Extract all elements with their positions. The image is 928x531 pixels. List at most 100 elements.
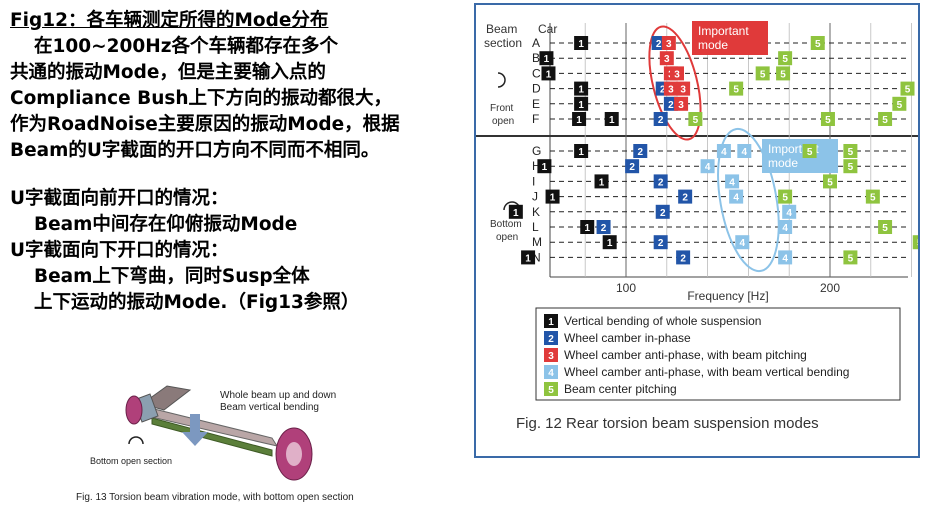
legend-swatch-label: 4 — [548, 368, 554, 379]
front-open-icon — [497, 72, 506, 88]
data-point-label: 2 — [601, 223, 607, 234]
row-label: I — [532, 174, 535, 188]
legend-swatch-label: 1 — [548, 317, 554, 328]
data-point-label: 5 — [760, 69, 766, 80]
description-line: 作为RoadNoise主要原因的振动Mode，根据 — [10, 114, 400, 135]
beam-section-label: section — [484, 36, 522, 50]
annotation-label-red: mode — [698, 38, 728, 52]
data-point — [782, 204, 797, 219]
data-point-label: 5 — [882, 223, 888, 234]
legend-swatch-label: 5 — [548, 385, 554, 396]
description-line: 上下运动的振动Mode.（Fig13参照） — [34, 292, 360, 313]
description-line: U字截面向下开口的情况： — [10, 240, 229, 261]
data-point-label: 5 — [815, 39, 821, 50]
data-point-label: 1 — [576, 115, 582, 126]
data-point — [653, 112, 668, 126]
row-label: L — [532, 220, 539, 234]
data-point — [810, 36, 825, 50]
row-label: B — [532, 51, 540, 65]
row-label: E — [532, 97, 540, 111]
data-point — [604, 112, 619, 126]
description-line: Beam的U字截面的开口方向不同而不相同。 — [10, 140, 380, 161]
data-point-label: 3 — [680, 85, 686, 96]
fig13-illustration: Whole beam up and down Beam vertical ben… — [72, 376, 372, 526]
fig13-label-top: Whole beam up and down Beam vertical ben… — [220, 390, 337, 413]
important-region-red — [648, 25, 702, 141]
data-point-label: 1 — [578, 100, 584, 111]
legend-swatch — [544, 314, 558, 328]
description-title: Fig12：各车辆测定所得的Mode分布 — [10, 10, 329, 31]
data-point — [735, 235, 750, 250]
data-point — [663, 81, 678, 96]
data-point — [688, 112, 703, 126]
annotation-label-red: Important — [698, 24, 749, 38]
data-point-label: 1 — [544, 54, 550, 65]
data-point — [539, 51, 554, 66]
data-point-label: 2 — [682, 193, 688, 204]
front-open-label: Front — [490, 103, 514, 114]
data-point-label: 2 — [637, 147, 643, 158]
data-point — [659, 51, 674, 66]
legend-swatch — [544, 382, 558, 396]
data-point-label: 1 — [578, 147, 584, 158]
data-point — [545, 189, 560, 204]
legend-swatch-label: 3 — [548, 351, 554, 362]
data-point-label: 5 — [848, 162, 854, 173]
data-point — [823, 174, 837, 189]
data-point — [572, 112, 587, 126]
legend-swatch-label: 2 — [548, 334, 554, 345]
annotation-box-red — [692, 21, 768, 55]
description-line: Beam中间存在仰俯振动Mode — [34, 214, 298, 235]
legend-swatch — [544, 348, 558, 362]
data-point — [596, 220, 611, 234]
data-point-label: 1 — [525, 253, 531, 264]
data-point — [594, 174, 609, 189]
data-point-label: 5 — [848, 147, 854, 158]
legend-box — [535, 307, 901, 401]
data-point — [900, 81, 915, 96]
data-point — [700, 159, 715, 174]
data-point — [541, 66, 556, 81]
data-point — [676, 81, 691, 96]
data-point — [725, 174, 740, 189]
data-point — [778, 51, 793, 66]
data-point-label: 5 — [905, 85, 911, 96]
data-point — [633, 144, 648, 158]
row-label: G — [532, 144, 541, 158]
legend-swatch — [544, 331, 558, 345]
description-line: 共通的振动Mode，但是主要输入点的 — [10, 62, 326, 83]
bottom-open-label: Bottom — [490, 219, 522, 230]
data-point-label: 1 — [513, 208, 519, 219]
data-point-label: 2 — [680, 253, 686, 264]
car-label: Car — [538, 22, 557, 36]
data-point-label: 2 — [660, 85, 666, 96]
suspension-drawing — [125, 385, 313, 481]
data-point — [843, 250, 858, 265]
data-point-label: 4 — [782, 253, 788, 264]
data-point-label: 1 — [609, 115, 615, 126]
data-point-label: 5 — [827, 177, 833, 188]
data-point — [729, 81, 744, 96]
legend-label: Wheel camber in-phase — [564, 331, 691, 345]
data-point — [537, 159, 552, 174]
data-point-label: 2 — [656, 39, 662, 50]
data-point — [574, 96, 589, 111]
row-label: F — [532, 112, 539, 126]
data-point-label: 4 — [782, 223, 788, 234]
data-point — [778, 220, 793, 234]
data-point — [776, 66, 791, 81]
data-point-label: 5 — [782, 54, 788, 65]
data-point-label: 4 — [739, 238, 745, 249]
data-point — [670, 66, 684, 81]
data-point-label: 5 — [733, 85, 739, 96]
data-point — [574, 144, 589, 158]
data-point-label: 4 — [786, 208, 792, 219]
data-point-label: 2 — [658, 177, 664, 188]
data-point — [625, 159, 640, 174]
data-point-label: 1 — [542, 162, 548, 173]
data-point-label: 5 — [780, 69, 786, 80]
row-label: N — [532, 250, 541, 264]
legend-label: Wheel camber anti-phase, with beam pitch… — [564, 348, 807, 362]
front-open-label: open — [492, 116, 514, 127]
data-point-label: 4 — [733, 193, 739, 204]
